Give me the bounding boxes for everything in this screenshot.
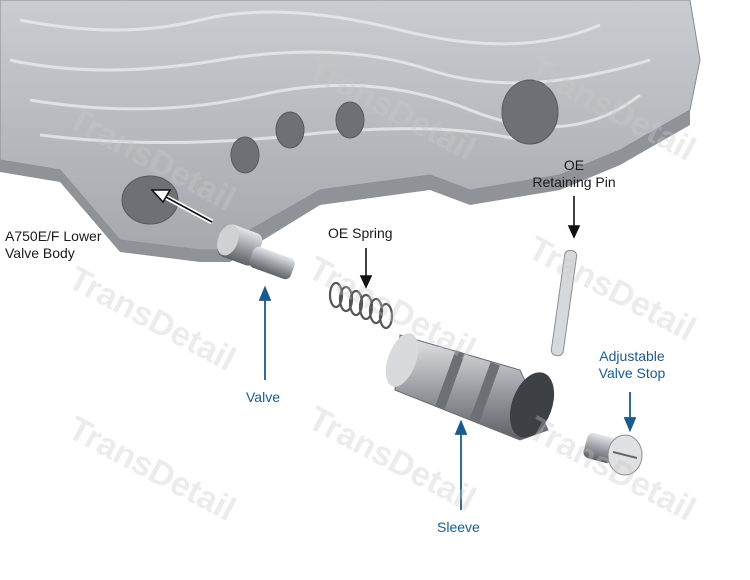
retaining-pin-part xyxy=(550,249,578,357)
pin-label-line1: OE xyxy=(563,157,585,173)
valve-stop-part xyxy=(583,432,643,476)
oe-spring-label: OE Spring xyxy=(328,225,393,241)
valve-part xyxy=(217,224,295,280)
oe-retaining-pin-label: OE Retaining Pin xyxy=(524,157,624,191)
valve-body-label-line1: A750E/F Lower xyxy=(5,228,102,244)
pin-label-line2: Retaining Pin xyxy=(532,174,616,190)
sleeve-label: Sleeve xyxy=(437,519,480,535)
blue-arrows xyxy=(258,285,637,510)
valve-body-label-line2: Valve Body xyxy=(5,245,75,261)
valve-body-casting xyxy=(0,0,701,262)
spring-part xyxy=(328,281,394,330)
sleeve-part xyxy=(385,333,555,441)
valve-label: Valve xyxy=(246,389,280,405)
stop-label-line1: Adjustable xyxy=(599,348,665,364)
adjustable-valve-stop-label: Adjustable Valve Stop xyxy=(580,348,684,382)
valve-body-label: A750E/F Lower Valve Body xyxy=(5,228,102,262)
stop-label-line2: Valve Stop xyxy=(598,365,666,381)
pointer-arrows xyxy=(150,189,581,289)
